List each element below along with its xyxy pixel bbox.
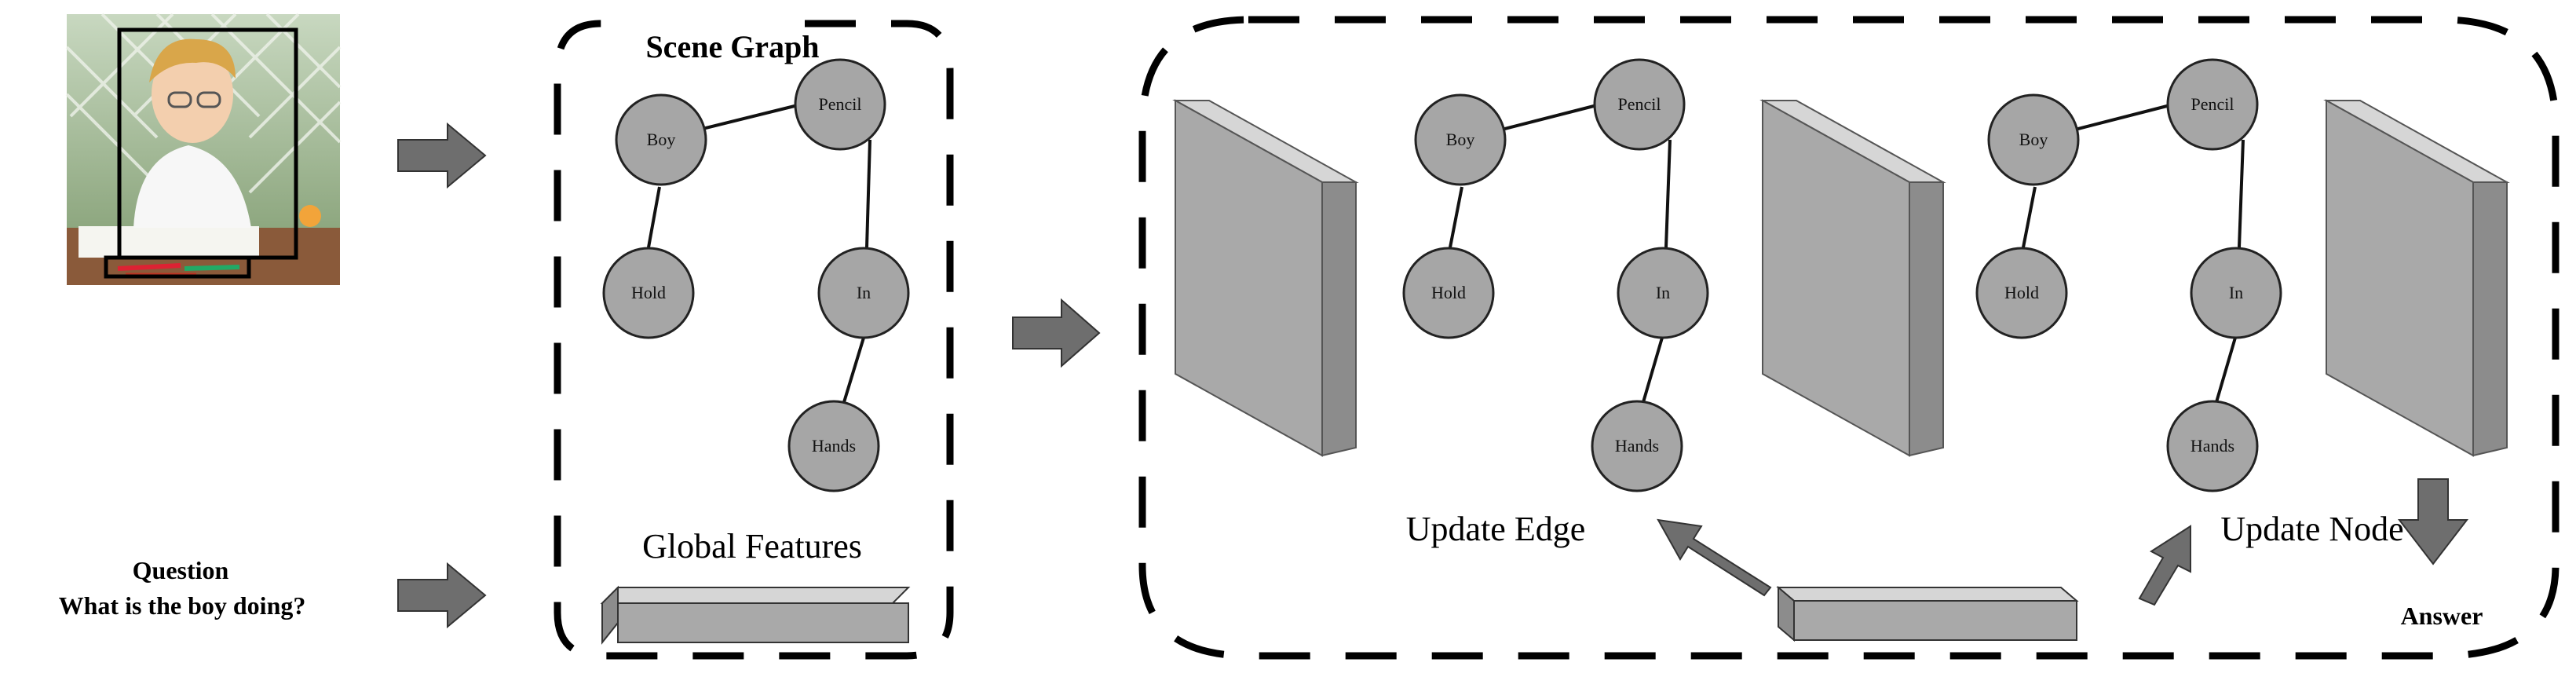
update-node-label: Update Node bbox=[2220, 510, 2403, 548]
arrow-up-right-icon bbox=[2138, 525, 2191, 606]
graph-3-node-pencil: Pencil bbox=[2166, 58, 2259, 151]
svg-text:In: In bbox=[857, 283, 871, 302]
scene-graph-node-in: In bbox=[817, 247, 910, 339]
layer-block-3 bbox=[2323, 99, 2510, 457]
svg-text:Hands: Hands bbox=[1615, 436, 1659, 456]
graph-3-node-hold: Hold bbox=[1975, 247, 2068, 339]
scene-graph-panel-border bbox=[554, 20, 954, 660]
svg-text:Boy: Boy bbox=[647, 130, 676, 149]
graph-2-node-hands: Hands bbox=[1591, 400, 1683, 492]
svg-text:Pencil: Pencil bbox=[819, 94, 862, 114]
global-features-block bbox=[600, 585, 911, 645]
question-heading: Question bbox=[133, 556, 229, 584]
arrow-right-icon bbox=[1012, 298, 1101, 368]
scene-graph-title: Scene Graph bbox=[645, 29, 819, 64]
svg-text:Boy: Boy bbox=[1446, 130, 1475, 149]
global-features-label: Global Features bbox=[642, 527, 862, 565]
svg-text:Pencil: Pencil bbox=[1618, 94, 1661, 114]
update-features-block bbox=[1776, 585, 2079, 642]
graph-3-node-boy: Boy bbox=[1987, 93, 2080, 186]
svg-text:Hold: Hold bbox=[1431, 283, 1466, 302]
arrow-down-icon bbox=[2397, 478, 2469, 565]
graph-2-node-in: In bbox=[1617, 247, 1709, 339]
graph-3-node-hands: Hands bbox=[2166, 400, 2259, 492]
scene-graph-node-pencil: Pencil bbox=[794, 58, 886, 151]
svg-text:Pencil: Pencil bbox=[2191, 94, 2234, 114]
update-edge-label: Update Edge bbox=[1406, 510, 1585, 548]
answer-label: Answer bbox=[2401, 602, 2483, 630]
layer-block-2 bbox=[1759, 99, 1946, 457]
update-panel-border bbox=[1138, 16, 2560, 660]
graph-2-node-boy: Boy bbox=[1414, 93, 1507, 186]
svg-text:Boy: Boy bbox=[2019, 130, 2048, 149]
arrow-right-icon bbox=[397, 122, 487, 189]
svg-text:In: In bbox=[2229, 283, 2243, 302]
graph-3-node-in: In bbox=[2190, 247, 2282, 339]
scene-graph-node-hold: Hold bbox=[602, 247, 695, 339]
svg-text:Hold: Hold bbox=[631, 283, 666, 302]
svg-text:Hands: Hands bbox=[2191, 436, 2234, 456]
scene-graph-node-hands: Hands bbox=[787, 400, 880, 492]
svg-text:In: In bbox=[1656, 283, 1670, 302]
svg-text:Hands: Hands bbox=[812, 436, 856, 456]
graph-2-node-pencil: Pencil bbox=[1593, 58, 1686, 151]
input-photo bbox=[65, 13, 342, 285]
arrow-up-left-icon bbox=[1657, 518, 1772, 597]
graph-2-node-hold: Hold bbox=[1402, 247, 1495, 339]
scene-graph-node-boy: Boy bbox=[615, 93, 707, 186]
arrow-right-icon bbox=[397, 562, 487, 629]
svg-text:Hold: Hold bbox=[2004, 283, 2039, 302]
layer-block-1 bbox=[1172, 99, 1359, 457]
question-text: What is the boy doing? bbox=[59, 591, 306, 620]
